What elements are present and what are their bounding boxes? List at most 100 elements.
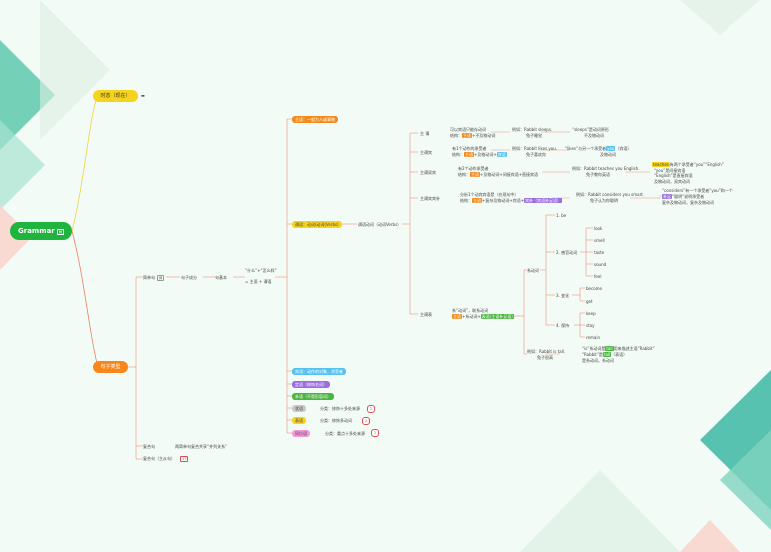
svo-example-translation: 兔子喜欢你 [526, 152, 546, 157]
subject-predicate-node[interactable]: “什么”+“怎么样” [245, 268, 277, 273]
svoo-structure-rest: +及物动词+间接宾语+直接宾语 [480, 172, 539, 177]
svoc-structure-mid: +复杂及物动词+宾语+ [482, 198, 525, 203]
svoc-note-text: “聪明”说明承受者 [672, 194, 705, 199]
predicate-node[interactable]: 谓语：动词/动词(Verbs) [292, 221, 342, 228]
svo-subject-tag: 主语 [464, 152, 474, 157]
complex-count-badge: 17 [180, 456, 189, 462]
svoo-example: 例如：Rabbit teaches you English. [572, 166, 640, 171]
pattern-svo[interactable]: 主谓宾 [420, 150, 432, 155]
svc-note-tag: tall [605, 346, 614, 351]
basic-components-node[interactable]: 句基本 [215, 275, 227, 280]
connector-verb-patterns [342, 132, 418, 315]
subject-node[interactable]: 主语：一般为人或事物 [292, 116, 338, 123]
pattern-sv-structure: 结构：主语+不及物动词 [450, 133, 495, 138]
svo-note: “likes”与另一个承受者you（宾语） [565, 146, 631, 151]
svc-example: 例如：Rabbit is tall. [527, 349, 566, 354]
svc-complement-tag: 表语(主语补足语) [480, 314, 514, 319]
svoo-structure-prefix: 结构： [458, 172, 470, 177]
sense-verb-feel: feel [594, 274, 602, 279]
adverbial-count: 2 [367, 405, 375, 413]
simple-sentence-note-icon: ▤ [157, 275, 165, 281]
bg-shape-mint-left [0, 120, 45, 210]
sense-verb-sound: sound [594, 262, 607, 267]
pattern-svoc[interactable]: 主谓宾宾补 [420, 196, 440, 201]
complement-node[interactable]: 补语（不是形容词） [292, 393, 334, 400]
inversion-desc: 分类：重点十多处来源 [325, 431, 365, 436]
pattern-svoo[interactable]: 主谓双宾 [420, 170, 436, 175]
svo-object-tag: 宾语 [496, 152, 507, 157]
bg-shape-pale-left [40, 0, 110, 140]
svoo-note-4: 及物动词，双宾动词 [654, 179, 690, 184]
connector-sense-verbs [580, 227, 593, 277]
connector-root-sentence [71, 230, 99, 368]
pattern-sv-desc: 可以宾语只能存动词 [450, 127, 486, 132]
svoo-note: teaches有两个承受者“you”“English” [652, 162, 724, 167]
complex-label: 复合句（主从句） [143, 456, 175, 461]
pattern-svo-structure: 结构：主语+及物动词+宾语 [452, 152, 507, 157]
bg-shape-pink-right [680, 520, 740, 552]
appositive-desc: 分类：修饰多动词 [320, 418, 352, 423]
appositive-node[interactable]: 表语 [292, 417, 306, 424]
svc-note-tag-2: tall [602, 352, 612, 357]
sv-structure-rest: +不及物动词 [472, 133, 496, 138]
svoo-subject-tag: 主语 [470, 172, 480, 177]
complex-node[interactable]: 复合句（主从句） 17 [143, 456, 189, 462]
svc-note-label: （表语） [611, 352, 628, 357]
svoc-note-3: 复杂及物动词，复杂及物动词 [662, 200, 714, 205]
adverbial-desc: 分类：修饰十多处来源 [320, 406, 360, 411]
connector-linking-groups [540, 214, 555, 326]
simple-sentence-label: 简单句 [143, 275, 155, 280]
sv-example-translation: 兔子睡觉 [526, 133, 542, 138]
branch-sentence[interactable]: 句子类型 [93, 361, 128, 373]
pattern-svoo-structure: 结构：主语+及物动词+间接宾语+直接宾语 [458, 172, 538, 177]
svo-structure-prefix: 结构： [452, 152, 464, 157]
connector-linking [508, 269, 527, 355]
root-node[interactable]: Grammar▤ [10, 222, 72, 240]
sv-structure-prefix: 结构： [450, 133, 462, 138]
linking-group-keep[interactable]: 4. 保持 [556, 323, 570, 328]
svoc-note-tag: 补足 [662, 194, 672, 199]
inversion-node[interactable]: 同位语 [292, 430, 310, 437]
pattern-svc[interactable]: 主谓表 [420, 312, 432, 317]
svc-example-translation: 兔子很高 [537, 355, 553, 360]
linking-group-change[interactable]: 3. 变化 [556, 293, 570, 298]
simple-sentence-node[interactable]: 简单句▤ [143, 275, 165, 281]
svoo-example-translation: 兔子教你英语 [586, 172, 610, 177]
linking-group-sense[interactable]: 2. 感官动词 [556, 250, 578, 255]
bg-shape-mint-right [720, 430, 771, 530]
svo-note-tail: （宾语） [615, 146, 632, 151]
pattern-svoc-desc: 分析1个动宾宾语是（在现句中） [460, 192, 519, 197]
compound-node[interactable]: 复合句 [143, 444, 155, 449]
connector-components [275, 118, 292, 434]
object-node[interactable]: 宾语：动作的对象，承受者 [292, 368, 346, 375]
branch-sentence-label: 句子类型 [100, 364, 121, 370]
inversion-count: 2 [371, 429, 379, 437]
sense-verb-taste: taste [594, 250, 605, 255]
pattern-svoo-desc: 有2个动作承受者 [458, 166, 489, 171]
svo-note-text: “likes”与另一个承受者 [565, 146, 607, 151]
branch-tense-label: 时态（现在） [100, 93, 131, 99]
linking-verbs-node[interactable]: 系动词 [527, 268, 539, 273]
adverbial-node[interactable]: 状语 [292, 405, 306, 412]
svoc-structure-prefix: 结构： [460, 198, 472, 203]
change-verb-become: become [586, 286, 603, 291]
svoc-note-2: 补足“聪明”说明承受者 [662, 194, 704, 199]
bg-shape-teal-left [0, 40, 55, 150]
keep-verb-remain: remain [586, 335, 601, 340]
branch-tense[interactable]: 时态（现在） [93, 90, 138, 102]
svc-note: “is”系动词是tall用来描述主语“Rabbit” [582, 346, 655, 351]
change-verb-get: get [586, 299, 593, 304]
predicate-role[interactable]: 谓语动词（动词Verbs） [358, 222, 402, 227]
pattern-svc-structure: 主语+系动词+表语(主语补足语) [452, 314, 514, 319]
sentence-elements-node[interactable]: 句子成分 [181, 275, 197, 280]
tense-note-icon: ▬ [141, 93, 145, 98]
svo-structure-mid: +及物动词+ [474, 152, 497, 157]
pattern-svc-desc: 系“动词”，联系动词 [452, 308, 489, 313]
pattern-sv[interactable]: 主 谓 [420, 131, 430, 136]
attributive-node[interactable]: 定语（修饰名词） [292, 381, 330, 388]
linking-group-be[interactable]: 1. be [556, 213, 567, 218]
sv-note-2: 不及物动词 [584, 133, 604, 138]
svc-note-text: “is”系动词是 [582, 346, 606, 351]
sense-verb-look: look [594, 226, 603, 231]
